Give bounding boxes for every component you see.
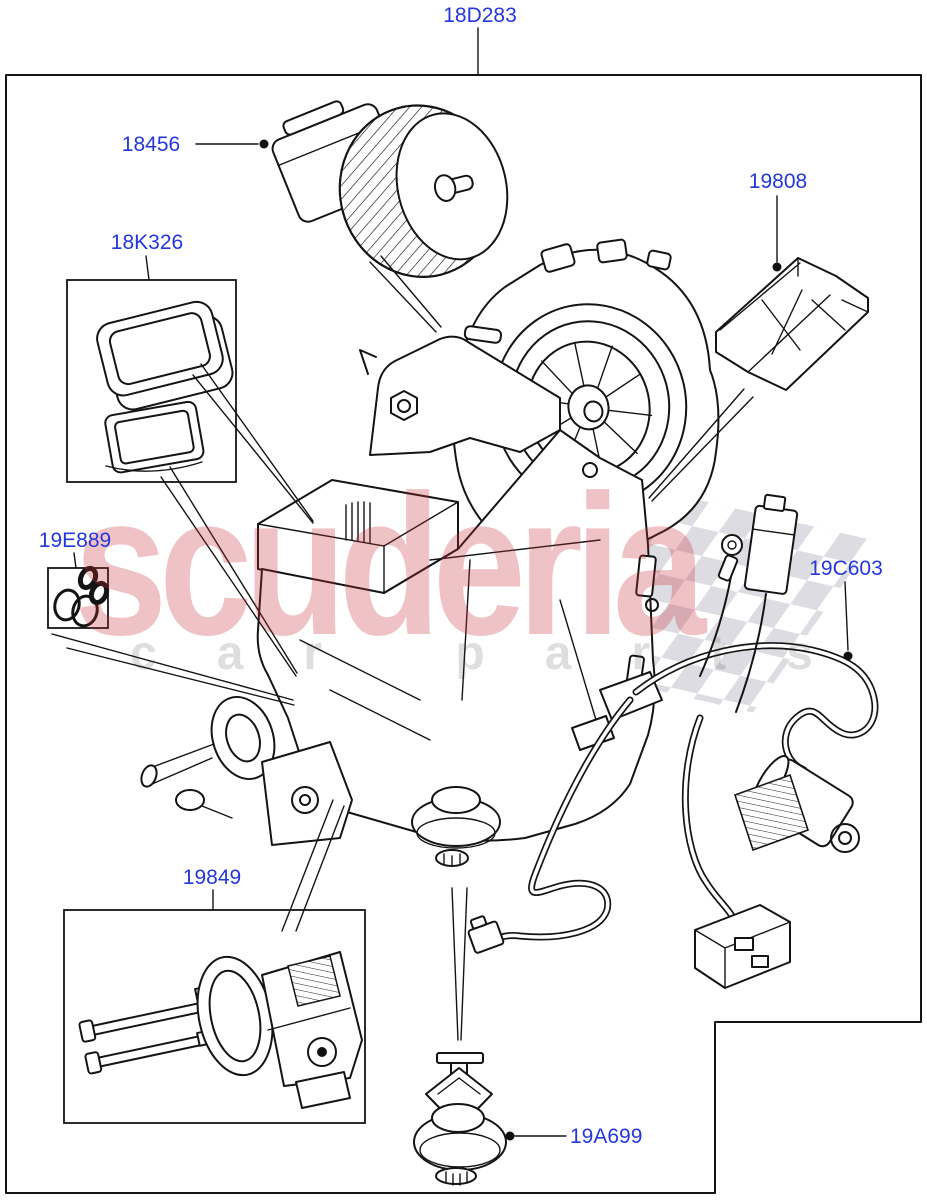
leader-dot-19a699 xyxy=(505,1131,515,1141)
seal-kit-box xyxy=(66,279,237,483)
part-label-19808[interactable]: 19808 xyxy=(748,170,808,193)
leader-dot-18456 xyxy=(259,139,269,149)
watermark-tagline: car parts xyxy=(130,627,873,680)
wiring-harness-drawing xyxy=(467,493,879,989)
o-ring-kit-box xyxy=(47,565,110,629)
fan-cage xyxy=(338,104,509,278)
leader-lines xyxy=(51,27,849,1137)
leader-dot-19808 xyxy=(772,262,782,272)
part-label-19e889[interactable]: 19E889 xyxy=(38,529,112,552)
part-label-18456[interactable]: 18456 xyxy=(121,133,181,156)
air-duct-drawing xyxy=(715,257,869,391)
part-label-19849[interactable]: 19849 xyxy=(182,866,242,889)
border-frame xyxy=(5,74,922,1194)
part-label-18k326[interactable]: 18K326 xyxy=(110,231,184,254)
aux-heater-box xyxy=(63,909,366,1124)
part-label-19c603[interactable]: 19C603 xyxy=(809,557,883,580)
watermark-brand: scuderia xyxy=(74,454,706,677)
grommet-drawing xyxy=(413,1052,507,1186)
main-housing-drawing xyxy=(140,238,720,867)
part-label-18d283[interactable]: 18D283 xyxy=(443,4,517,27)
blower-motor-drawing xyxy=(271,100,509,278)
leader-dot-19c603 xyxy=(843,651,853,661)
part-label-19a699[interactable]: 19A699 xyxy=(570,1125,643,1148)
